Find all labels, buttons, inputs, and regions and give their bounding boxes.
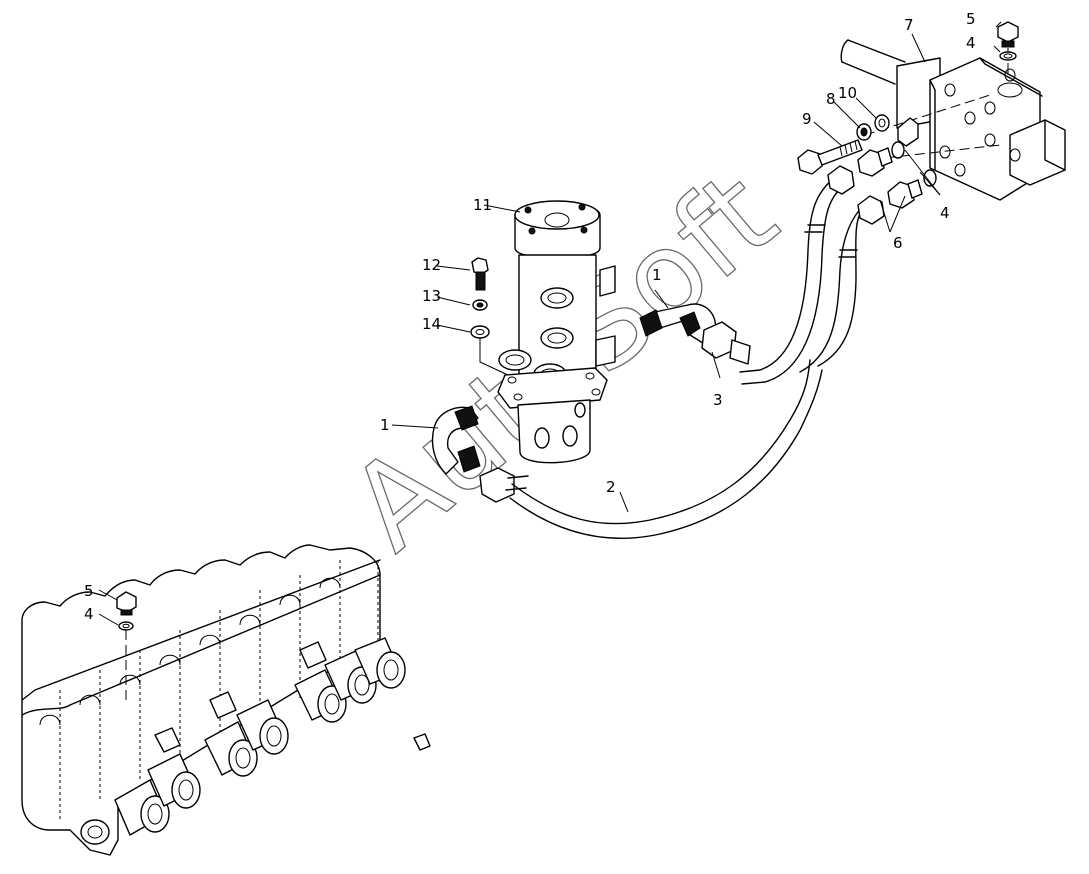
callout-4-mid: 4: [940, 204, 950, 222]
callout-2: 2: [606, 478, 616, 496]
callout-8: 8: [826, 90, 836, 108]
callout-12: 12: [422, 256, 441, 274]
callout-10: 10: [838, 84, 857, 102]
plug-lower-left: [116, 591, 137, 631]
callout-14: 14: [422, 315, 441, 333]
block-fittings: [857, 117, 937, 209]
callouts: 5 4 7 10 8 9 4 6 11 12 13 14 1 3 1 2 5 4: [84, 10, 976, 623]
callout-9: 9: [802, 110, 812, 128]
callout-3: 3: [713, 391, 723, 409]
swivel-joint: [479, 200, 616, 464]
callout-5-left: 5: [84, 582, 94, 600]
hose-loop: [505, 359, 823, 540]
valve-block: [840, 39, 1066, 201]
elbow-fitting-left: [431, 405, 515, 503]
callout-4-top: 4: [966, 34, 976, 52]
callout-5-top: 5: [966, 10, 976, 28]
callout-1-left: 1: [380, 416, 390, 434]
callout-4-left: 4: [84, 605, 94, 623]
callout-11: 11: [473, 196, 492, 214]
spool-ends: [114, 637, 431, 836]
callout-13: 13: [422, 287, 441, 305]
hoses-to-block: [739, 165, 885, 385]
callout-1-top: 1: [652, 266, 662, 284]
bolt-washer-set: [470, 257, 490, 339]
control-valve-stack: [21, 544, 381, 856]
callout-7: 7: [904, 16, 914, 34]
bolt-assembly: [797, 114, 890, 175]
leader-lines: [98, 21, 1002, 626]
plug-top-right: [997, 21, 1019, 61]
elbow-fitting-right: [639, 303, 751, 365]
callout-6: 6: [893, 234, 903, 252]
